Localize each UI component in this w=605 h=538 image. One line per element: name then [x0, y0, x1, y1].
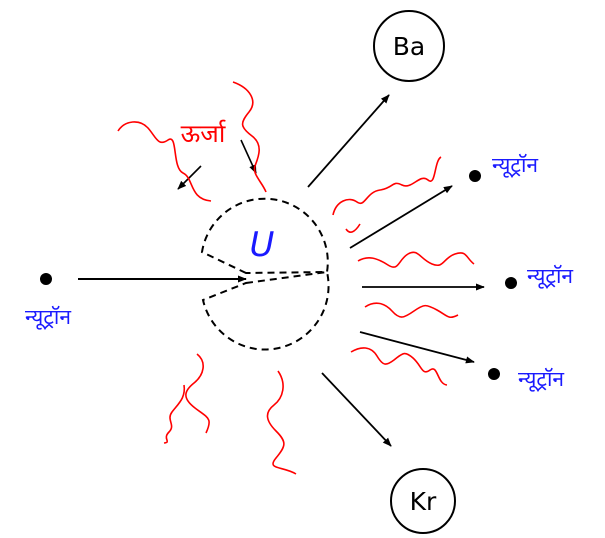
energy-wave [232, 81, 267, 193]
energy-wave [332, 156, 442, 216]
energy-wave [117, 121, 212, 202]
incoming-neutron-dot [40, 273, 52, 285]
outgoing-neutron-label-2: न्यूट्रॉन [527, 264, 573, 289]
energy-wave [163, 384, 186, 444]
outgoing-neutron-dot-2 [505, 277, 517, 289]
outgoing-neutron-dot-3 [488, 368, 500, 380]
neutron-arrow-1 [349, 185, 453, 249]
energy-wave [357, 251, 475, 268]
energy-wave [185, 353, 210, 434]
outgoing-neutron-label-3: न्यूट्रॉन [518, 367, 564, 392]
krypton-label: Kr [410, 487, 437, 516]
energy-label: ऊर्जा [181, 119, 227, 148]
incoming-neutron-label: न्यूट्रॉन [25, 305, 71, 330]
barium-arrow [307, 94, 390, 188]
outgoing-neutron-label-1: न्यूट्रॉन [492, 153, 538, 178]
uranium-label: U [250, 225, 275, 265]
uranium-nucleus [200, 197, 330, 351]
energy-wave [364, 302, 459, 318]
energy-wave [350, 347, 448, 386]
barium-nucleus [373, 10, 445, 82]
barium-label: Ba [393, 32, 425, 61]
outgoing-neutron-dot-1 [469, 170, 481, 182]
energy-wave [345, 223, 361, 233]
energy-waves [117, 81, 475, 475]
krypton-arrow [321, 372, 392, 447]
neutron-arrow-3 [359, 331, 475, 364]
energy-arrow-right [240, 139, 257, 174]
energy-arrow-left [177, 165, 202, 190]
energy-wave [266, 370, 297, 475]
krypton-nucleus [390, 468, 456, 534]
